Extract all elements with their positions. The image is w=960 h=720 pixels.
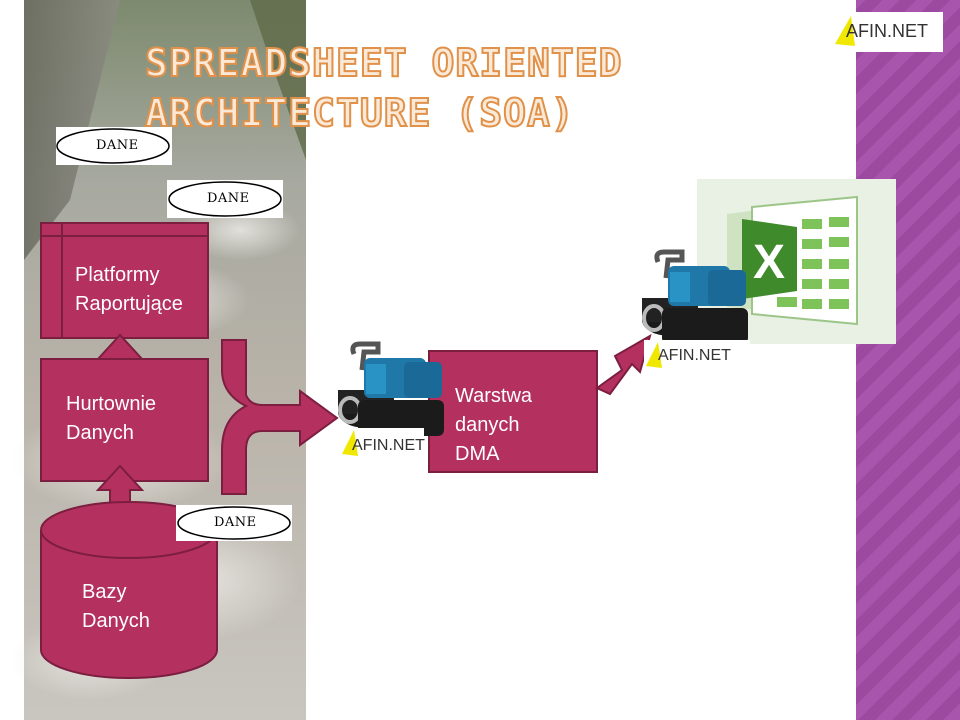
hurtownie-line2: Danych: [66, 422, 134, 444]
warstwa-line1: Warstwa: [455, 385, 533, 407]
afin-logo-pump1: [340, 428, 424, 462]
bazy-cylinder: [40, 501, 218, 679]
title-line2: Architecture (SOA): [144, 90, 575, 136]
dane-label-3: [176, 505, 292, 541]
hurtownie-block: [40, 358, 209, 482]
hurtownie-line1: Hurtownie: [66, 393, 157, 415]
sidebar-decoration: [856, 0, 960, 720]
slide-title: Spreadsheet Oriented Architecture (SOA): [144, 38, 845, 138]
dane-text-2: DANE: [207, 191, 250, 206]
dane-label-2: [167, 180, 283, 218]
curved-arrow: [221, 339, 339, 495]
afin-brand-pump1: AFIN.NET: [352, 437, 425, 455]
afin-letter-pump1: A: [352, 437, 363, 454]
afin-logo-pump2: [644, 340, 750, 372]
afin-logo-top: [833, 12, 943, 52]
warstwa-line2: danych: [455, 414, 520, 436]
excel-icon: X: [697, 179, 896, 344]
afin-text-pump2: FIN.NET: [668, 347, 731, 364]
water-pump-icon-1: [338, 341, 444, 436]
dane-text-1: DANE: [96, 138, 139, 153]
platformy-line2: Raportujące: [75, 293, 183, 315]
water-pump-icon-2: [642, 249, 748, 344]
platformy-label: Platformy Raportujące: [75, 261, 183, 319]
afin-letter-top: A: [846, 21, 859, 41]
platformy-block: [40, 222, 209, 339]
bazy-line2: Danych: [82, 610, 150, 632]
afin-letter-pump2: A: [658, 347, 669, 364]
bazy-line1: Bazy: [82, 581, 127, 603]
dane-text-3: DANE: [214, 515, 257, 530]
platformy-line1: Platformy: [75, 264, 160, 286]
hurtownie-label: Hurtownie Danych: [66, 390, 156, 448]
bazy-label: Bazy Danych: [82, 578, 150, 636]
title-line1: Spreadsheet Oriented: [144, 40, 623, 86]
warstwa-block: [428, 350, 598, 473]
afin-text-top: FIN.NET: [858, 21, 929, 41]
afin-brand-pump2: AFIN.NET: [658, 347, 731, 365]
warstwa-label: Warstwa danych DMA: [455, 382, 532, 469]
warstwa-line3: DMA: [455, 443, 500, 465]
afin-brand-top: AFIN.NET: [846, 21, 928, 42]
dane-label-1: [56, 127, 172, 165]
svg-text:X: X: [753, 236, 785, 289]
afin-text-pump1: FIN.NET: [362, 437, 425, 454]
